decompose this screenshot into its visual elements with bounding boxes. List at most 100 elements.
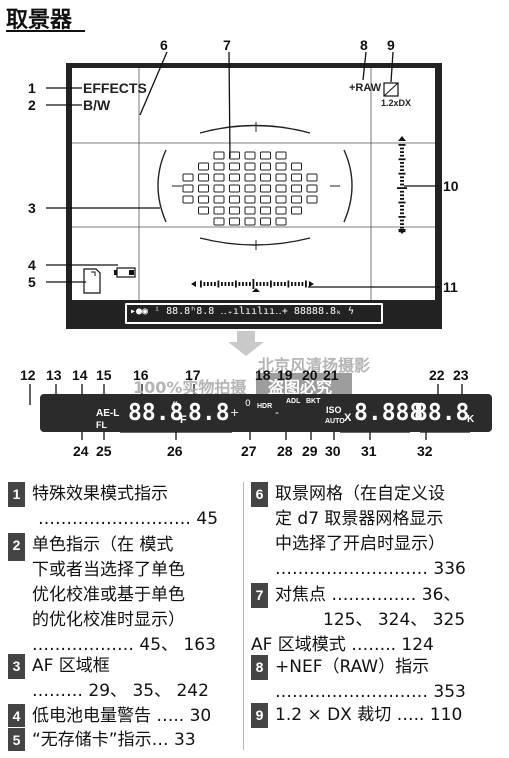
exposure-tick — [400, 205, 404, 207]
exposure-tick — [256, 282, 258, 286]
focus-point — [182, 184, 194, 193]
focus-point — [260, 173, 271, 182]
focus-point — [275, 195, 287, 204]
exposure-tick — [400, 169, 404, 171]
desc-item-5: 5 “无存储卡”指示… 33 — [8, 728, 236, 753]
exposure-tick — [400, 180, 404, 182]
exposure-tick — [305, 280, 307, 288]
focus-point — [213, 217, 225, 226]
callout-28: 28 — [277, 443, 293, 459]
focus-point — [275, 151, 287, 160]
exposure-tick — [203, 282, 206, 286]
exposure-tick — [400, 223, 404, 225]
callout-31: 31 — [361, 443, 377, 459]
exposure-tick — [245, 282, 248, 286]
callout-12: 12 — [20, 367, 36, 383]
iso-label: ISO — [326, 405, 342, 415]
focus-point — [291, 195, 302, 204]
callout-23: 23 — [453, 367, 469, 383]
focus-point — [260, 162, 271, 171]
exposure-tick — [400, 154, 404, 157]
callout-14: 14 — [72, 367, 88, 383]
f-label: F — [180, 414, 187, 426]
exposure-tick — [398, 216, 406, 218]
exposure-tick — [270, 280, 272, 288]
exposure-tick — [400, 183, 404, 186]
exposure-tick — [235, 280, 237, 288]
callout-7: 7 — [223, 37, 231, 53]
fl-label: FL — [96, 420, 107, 430]
focus-point — [229, 195, 240, 204]
focus-point — [229, 217, 240, 226]
bw-label: B/W — [83, 97, 111, 113]
minus-sign: - — [275, 406, 279, 419]
focus-point — [244, 206, 256, 215]
focus-point — [275, 162, 287, 171]
exposure-tick — [221, 282, 223, 286]
desc-item-9: 9 1.2 × DX 裁切 ….. 110 — [251, 703, 503, 728]
callout-29: 29 — [302, 443, 318, 459]
callout-30: 30 — [325, 443, 341, 459]
exposure-tick — [398, 144, 406, 146]
exposure-tick — [259, 282, 262, 286]
focus-point — [229, 162, 240, 171]
viewfinder-screen — [72, 68, 435, 300]
focus-point — [260, 217, 271, 226]
exposure-tick — [398, 172, 406, 175]
callout-15: 15 — [96, 367, 112, 383]
exposure-indicator-horizontal — [200, 279, 307, 289]
exposure-tick — [400, 194, 404, 197]
focus-point — [260, 206, 271, 215]
shutter-display: 88.8 — [128, 400, 184, 426]
focus-point — [229, 206, 240, 215]
focus-point — [182, 173, 194, 182]
exposure-tick — [224, 282, 227, 286]
focus-point — [306, 173, 318, 182]
exposure-tick — [238, 282, 241, 286]
down-arrow-icon — [228, 331, 264, 356]
focus-point — [244, 173, 256, 182]
callout-11: 11 — [443, 279, 458, 295]
focus-point — [306, 195, 318, 204]
ael-label: AE-L — [96, 408, 120, 419]
desc-1-page: ……………………… 45 — [38, 509, 219, 529]
focus-point — [198, 162, 209, 171]
x-label: X — [344, 412, 352, 424]
framing-grid — [72, 68, 435, 300]
af-area-frame — [157, 124, 353, 246]
count-main-display: 8.888 — [354, 400, 424, 426]
exposure-tick — [398, 158, 406, 161]
exposure-tick — [398, 201, 406, 204]
focus-point — [275, 184, 287, 193]
focus-point — [213, 173, 225, 182]
focus-point — [213, 184, 225, 193]
plus-sign: + — [230, 406, 240, 419]
desc-item-8: 8 +NEF（RAW）指示 ……………………… 353 — [251, 655, 503, 705]
focus-point — [198, 206, 209, 215]
exposure-tick — [298, 282, 300, 286]
focus-point — [182, 195, 194, 204]
callout-25: 25 — [96, 443, 112, 459]
callout-4: 4 — [28, 257, 36, 273]
exposure-tick — [400, 162, 404, 164]
seconds-mark: ″ — [172, 398, 178, 417]
exposure-tick — [277, 282, 279, 286]
focus-point — [213, 151, 225, 160]
focus-point — [260, 195, 271, 204]
exposure-tick — [400, 176, 404, 179]
focus-point — [275, 217, 287, 226]
exposure-tick — [400, 219, 404, 222]
callout-10: 10 — [443, 178, 459, 194]
exposure-tick — [207, 282, 209, 286]
crop-label: 1.2xDX — [381, 98, 412, 108]
exposure-tick — [252, 279, 255, 289]
focus-point — [291, 173, 302, 182]
exposure-tick — [228, 282, 230, 286]
callout-17: 17 — [185, 367, 201, 383]
exposure-tick — [400, 212, 404, 215]
callout-6: 6 — [160, 37, 168, 53]
zero-label: 0 — [245, 399, 251, 409]
desc-item-2: 2 单色指示（在 模式 下或者当选择了单色 优化校准或基于单色 的优化校准时显示… — [8, 533, 236, 658]
exposure-tick — [291, 282, 293, 286]
exposure-tick — [397, 187, 407, 189]
